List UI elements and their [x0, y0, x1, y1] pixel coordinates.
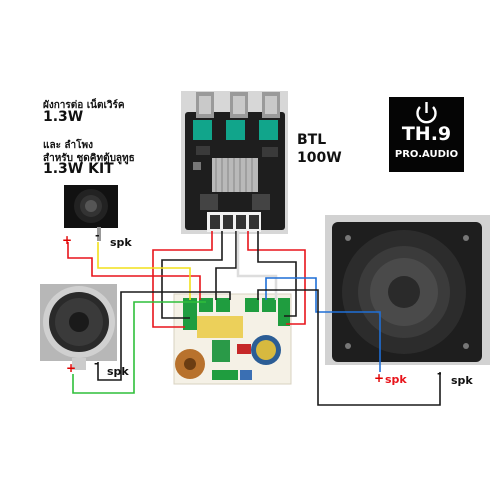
woofer-minus-spk-label: spk [451, 374, 473, 387]
title-line-1: ผังการต่อ เน็ตเวิร์ค [43, 100, 125, 111]
crossover-board [173, 293, 292, 385]
woofer-minus-sign: - [437, 367, 442, 380]
tweeter-spk-label: spk [110, 236, 132, 249]
mid-minus-sign: - [94, 357, 99, 370]
wire-connections [67, 231, 441, 406]
power-icon [416, 102, 437, 124]
title-line-2: 1.3W [43, 109, 84, 125]
mid-spk-label: spk [107, 365, 129, 378]
amplifier-board [181, 91, 288, 234]
tweeter-minus-sign: - [95, 229, 100, 242]
logo-brand-text: TH.9 [401, 123, 452, 145]
title-line-3: และ ลำโพง [43, 140, 94, 151]
woofer-plus-sign: + [374, 371, 385, 385]
tweeter-plus-sign: + [62, 233, 73, 247]
title-line-5: 1.3W KIT [43, 161, 114, 177]
mid-plus-sign: + [66, 361, 77, 375]
amp-power-label: 100W [297, 150, 342, 166]
mid-speaker [40, 284, 117, 370]
woofer-plus-spk-label: spk [385, 373, 407, 386]
tweeter-speaker [64, 185, 118, 241]
woofer-speaker [325, 215, 490, 365]
amp-btl-label: BTL [297, 132, 327, 148]
logo-sub-text: PRO.AUDIO [394, 149, 459, 160]
title-line-4: สำหรับ ชุดคิทตู้บลูทูธ [43, 153, 135, 164]
brand-logo: TH.9 PRO.AUDIO [389, 97, 464, 172]
